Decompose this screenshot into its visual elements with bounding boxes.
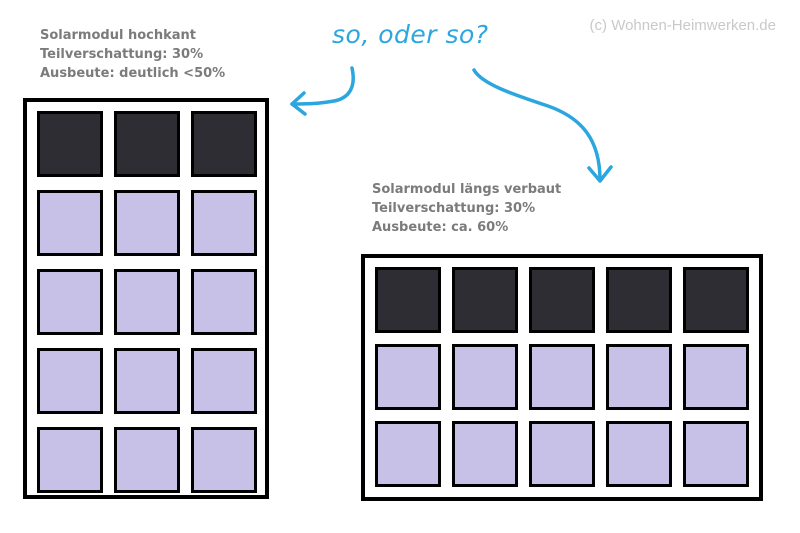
shaded-solar-cell [683,267,749,333]
solar-cell [683,344,749,410]
arrow-right-head [587,165,613,183]
solar-cell [529,344,595,410]
solar-cell [191,190,257,256]
shaded-solar-cell [452,267,518,333]
portrait-solar-module [23,98,269,499]
solar-cell [191,348,257,414]
solar-cell [375,344,441,410]
solar-cell [606,344,672,410]
solar-cell [529,421,595,487]
solar-cell [114,348,180,414]
solar-cell [452,344,518,410]
solar-cell [114,427,180,493]
solar-cell [452,421,518,487]
solar-cell [37,190,103,256]
solar-cell [114,269,180,335]
solar-cell [683,421,749,487]
solar-cell [37,348,103,414]
shaded-solar-cell [114,111,180,177]
caption-shading: Teilverschattung: 30% [40,47,204,62]
caption-yield: Ausbeute: ca. 60% [372,220,509,235]
landscape-module-caption: Solarmodul längs verbaut Teilverschattun… [372,180,561,237]
solar-cell [191,427,257,493]
solar-cell [114,190,180,256]
arrow-left-head [290,91,307,116]
solar-cell [191,269,257,335]
solar-cell [37,269,103,335]
shaded-solar-cell [375,267,441,333]
handwritten-question: so, oder so? [332,20,489,49]
arrow-left-curve [290,66,355,106]
shaded-solar-cell [191,111,257,177]
caption-title: Solarmodul längs verbaut [372,182,562,197]
shaded-solar-cell [37,111,103,177]
shaded-solar-cell [529,267,595,333]
solar-cell [375,421,441,487]
solar-cell [37,427,103,493]
caption-yield: Ausbeute: deutlich <50% [40,66,226,81]
caption-shading: Teilverschattung: 30% [372,201,536,216]
caption-title: Solarmodul hochkant [40,28,196,43]
shaded-solar-cell [606,267,672,333]
solar-cell [606,421,672,487]
landscape-solar-module [361,254,763,501]
arrow-right-curve [472,68,602,182]
watermark-text: (c) Wohnen-Heimwerken.de [589,17,776,34]
portrait-module-caption: Solarmodul hochkant Teilverschattung: 30… [40,26,225,83]
